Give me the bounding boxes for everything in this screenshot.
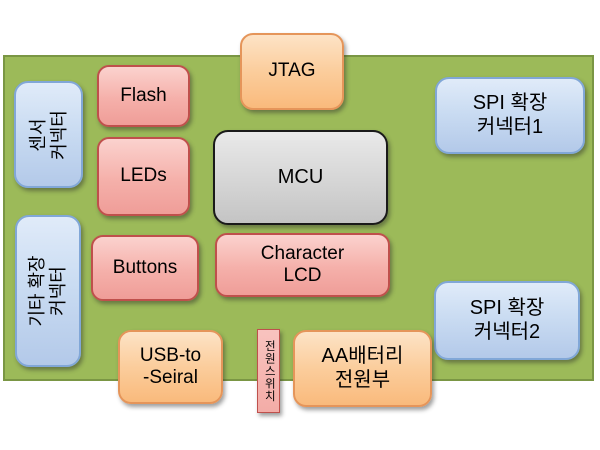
mcu-block: MCU [213,130,388,225]
mcu-label: MCU [277,165,324,188]
spi-expansion-connector-1-block: SPI 확장 커넥터1 [435,77,585,154]
spi1-line2: 커넥터1 [476,115,544,138]
leds-label: LEDs [120,165,167,187]
jtag-block: JTAG [240,33,344,110]
spi-expansion-connector-2-block: SPI 확장 커넥터2 [434,281,580,360]
power-switch-label: 전원스위치 [263,339,276,403]
power-switch-block: 전원스위치 [257,329,280,413]
aa-battery-line2: 전원부 [334,368,391,391]
usb-to-serial-line2: -Seiral [143,367,198,388]
buttons-block: Buttons [91,235,199,301]
sensor-connector-block: 센서 커넥터 [14,81,83,188]
flash-label: Flash [120,84,167,106]
etc-expansion-line2: 커넥터 [48,266,68,316]
character-lcd-block: Character LCD [215,233,390,297]
etc-expansion-line1: 기타 확장 [26,255,47,327]
etc-expansion-connector-block: 기타 확장 커넥터 [15,215,81,367]
etc-expansion-connector-label: 기타 확장 커넥터 [27,215,69,367]
spi1-line1: SPI 확장 [472,91,548,114]
spi2-line2: 커넥터2 [473,320,541,343]
leds-block: LEDs [97,137,190,216]
sensor-connector-label: 센서 커넥터 [27,81,69,188]
buttons-label: Buttons [112,256,178,278]
aa-battery-line1: AA배터리 [321,344,404,367]
character-lcd-line2: LCD [283,265,322,286]
aa-battery-power-block: AA배터리 전원부 [293,330,432,407]
character-lcd-line1: Character [260,242,345,264]
jtag-label: JTAG [268,60,316,82]
usb-to-serial-line1: USB-to [139,344,202,366]
spi2-line1: SPI 확장 [469,296,545,319]
flash-block: Flash [97,65,190,127]
usb-to-serial-block: USB-to -Seiral [118,330,223,404]
sensor-connector-line1: 센서 [27,117,48,152]
sensor-connector-line2: 커넥터 [48,109,69,160]
